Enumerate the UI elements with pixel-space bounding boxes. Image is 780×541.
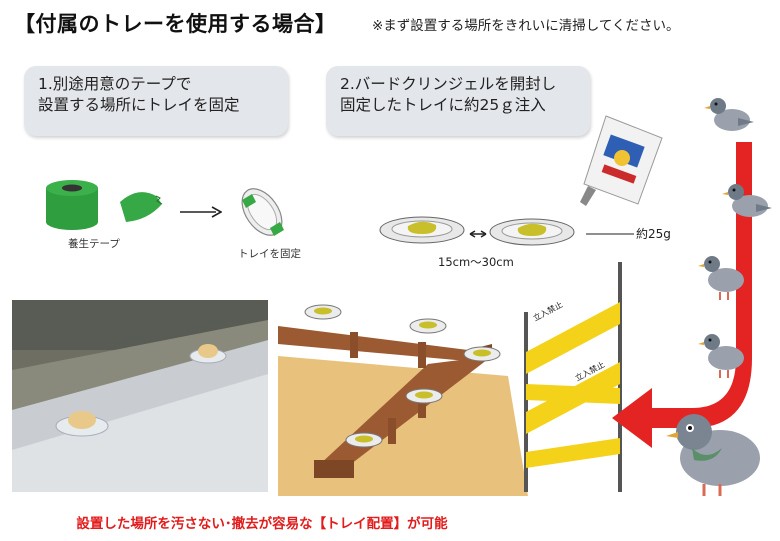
red-arrow-icon — [612, 142, 752, 448]
gel-pouch-icon — [580, 115, 663, 206]
footer-note: 設置した場所を汚さない･撤去が容易な【トレイ配置】が可能 — [76, 516, 448, 532]
fixed-tray-icon — [241, 188, 284, 236]
tray-fixed-label: トレイを固定 — [238, 248, 301, 260]
step-1-box: 1.別途用意のテープで 設置する場所にトレイを固定 — [24, 66, 288, 136]
amount-pointer-line — [586, 233, 634, 235]
page-title: 【付属のトレーを使用する場合】 — [14, 12, 337, 36]
tape-label: 養生テープ — [68, 238, 120, 250]
large-pigeon-icon — [666, 414, 760, 496]
pigeon-icon — [704, 98, 754, 131]
caution-tape-illustration — [524, 262, 622, 492]
installation-photo — [12, 300, 268, 492]
tape-roll-illustration — [46, 180, 163, 230]
cleaning-note: ※まず設置する場所をきれいに清掃してください。 — [372, 18, 680, 34]
step-2-line-1: 2.バードクリンジェルを開封し — [340, 75, 557, 93]
pigeon-icon — [698, 256, 744, 300]
step-2-box: 2.バードクリンジェルを開封し 固定したトレイに約25ｇ注入 — [326, 66, 590, 136]
trays-with-gel-illustration — [379, 216, 575, 246]
step-2-line-2: 固定したトレイに約25ｇ注入 — [340, 96, 546, 114]
step-1-line-2: 設置する場所にトレイを固定 — [38, 96, 240, 114]
step-1-line-1: 1.別途用意のテープで — [38, 75, 192, 93]
pigeon-icon — [722, 184, 772, 217]
rail-installation-illustration — [278, 304, 528, 496]
spacing-label: 15cm～30cm — [438, 255, 514, 269]
pigeon-icon — [698, 334, 744, 378]
amount-label: 約25g — [636, 227, 671, 241]
right-arrow-icon — [180, 206, 222, 218]
